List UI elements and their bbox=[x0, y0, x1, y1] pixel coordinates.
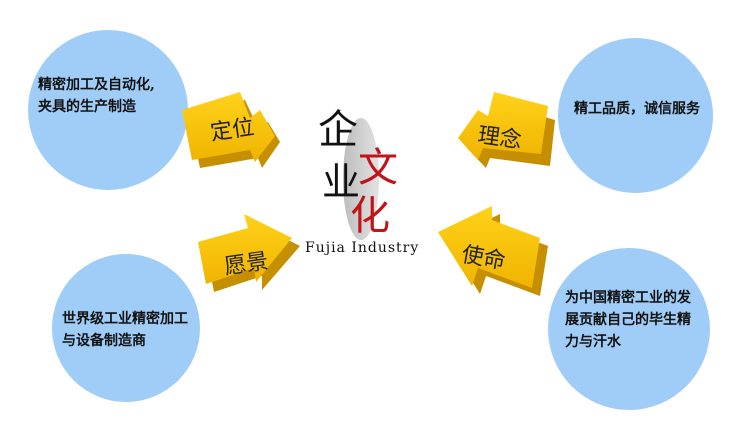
arrow-label-bottom-left: 愿景 bbox=[222, 249, 270, 280]
text-line: 为中国精密工业的发 bbox=[565, 290, 691, 306]
text-top-left: 精密加工及自动化, 夹具的生产制造 bbox=[38, 74, 155, 118]
circle-bottom-right bbox=[548, 248, 710, 410]
text-bottom-left: 世界级工业精密加工 与设备制造商 bbox=[62, 308, 188, 352]
arrow-bottom-right bbox=[438, 206, 548, 296]
text-line: 力与汗水 bbox=[565, 334, 621, 350]
circle-top-left bbox=[28, 30, 188, 190]
text-line: 展贡献自己的毕生精 bbox=[565, 312, 691, 328]
center-char-hua: 化 bbox=[350, 193, 390, 239]
circle-top-right bbox=[558, 38, 713, 193]
center-char-wen: 文 bbox=[358, 145, 398, 191]
circle-bottom-left bbox=[52, 254, 200, 402]
arrow-top-left bbox=[182, 92, 280, 168]
center-subtitle: Fujia Industry bbox=[305, 240, 420, 256]
arrow-top-right bbox=[458, 92, 555, 168]
arrow-label-top-right: 理念 bbox=[476, 123, 524, 154]
text-top-right: 精工品质，诚信服务 bbox=[574, 98, 700, 120]
center-char-qi: 企 bbox=[318, 107, 358, 153]
arrow-label-top-left: 定位 bbox=[208, 115, 256, 146]
text-bottom-right: 为中国精密工业的发 展贡献自己的毕生精 力与汗水 bbox=[565, 287, 691, 353]
center-char-ye: 业 bbox=[322, 160, 361, 204]
arrow-bottom-left bbox=[198, 214, 300, 292]
text-line: 精密加工及自动化, bbox=[38, 77, 155, 93]
text-line: 精工品质，诚信服务 bbox=[574, 101, 700, 117]
text-line: 与设备制造商 bbox=[62, 333, 146, 349]
text-line: 世界级工业精密加工 bbox=[62, 311, 188, 327]
center-oval bbox=[343, 118, 379, 240]
text-line: 夹具的生产制造 bbox=[38, 99, 136, 115]
